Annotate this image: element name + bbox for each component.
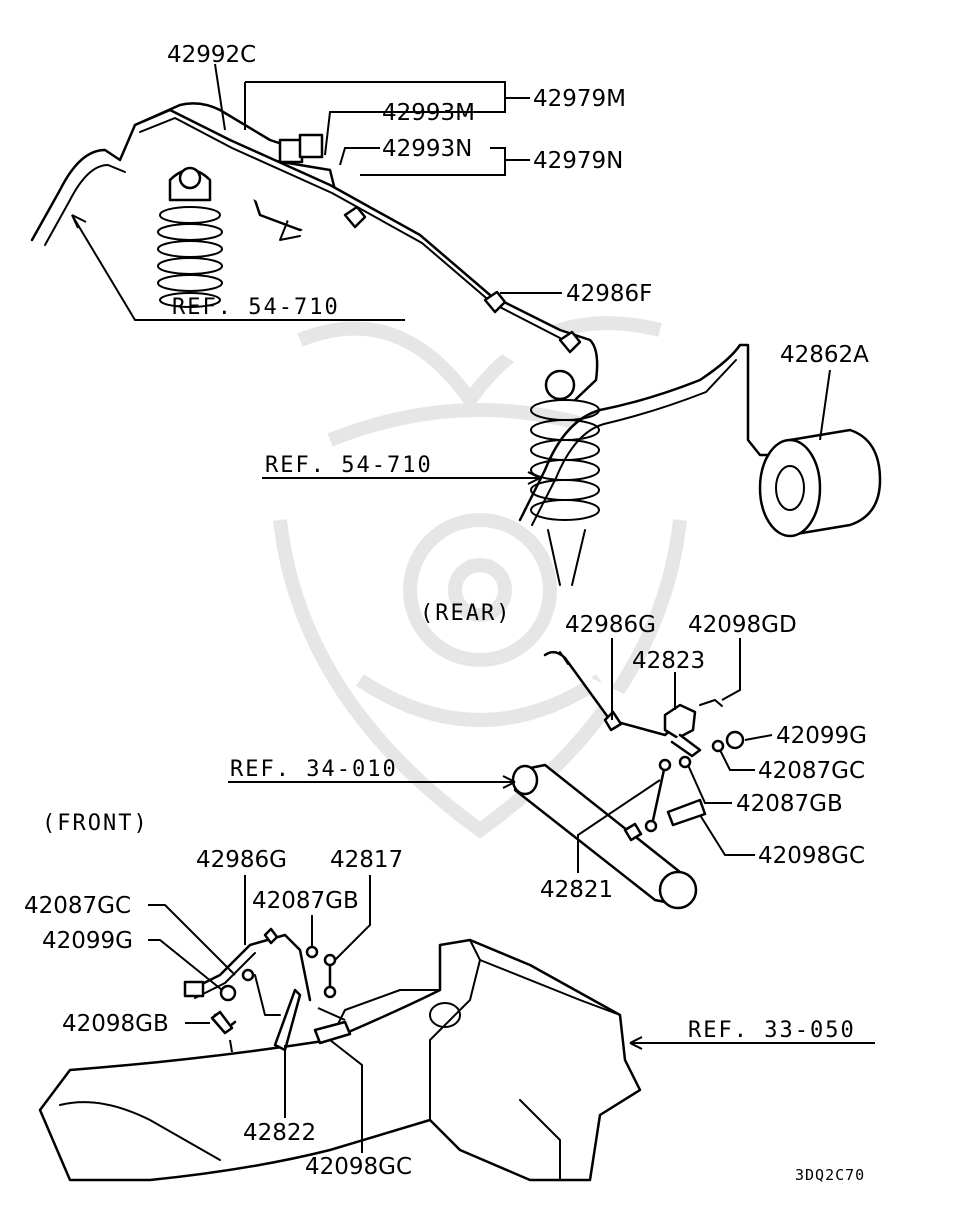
leader-lines — [71, 63, 875, 1153]
coil-spring-upper[interactable] — [157, 166, 223, 308]
section-front-label: (FRONT) — [42, 811, 149, 836]
ref-54-710-mid[interactable]: REF. 54-710 — [265, 453, 433, 478]
rear-stabilizer-bar-right — [518, 343, 792, 522]
label-42098GC-front[interactable]: 42098GC — [305, 1154, 412, 1180]
label-42823[interactable]: 42823 — [632, 648, 705, 674]
watermark-emblem — [273, 316, 687, 839]
label-42986F[interactable]: 42986F — [566, 281, 652, 307]
accumulator[interactable] — [758, 428, 882, 538]
label-42992C[interactable]: 42992C — [167, 42, 256, 68]
label-42099G-front[interactable]: 42099G — [42, 928, 133, 954]
ref-34-010[interactable]: REF. 34-010 — [230, 757, 398, 782]
label-42862A[interactable]: 42862A — [780, 342, 869, 368]
label-42979N[interactable]: 42979N — [533, 148, 623, 174]
front-bolt-gc[interactable] — [313, 1020, 352, 1045]
ref-54-710-top[interactable]: REF. 54-710 — [172, 295, 340, 320]
front-sensor-rod[interactable] — [305, 945, 337, 999]
label-42821[interactable]: 42821 — [540, 877, 613, 903]
front-bolt-gb[interactable] — [210, 1010, 234, 1035]
label-42087GC-front[interactable]: 42087GC — [24, 893, 131, 919]
label-42986G-front[interactable]: 42986G — [196, 847, 287, 873]
section-rear-label: (REAR) — [420, 601, 511, 626]
label-42087GB-rear[interactable]: 42087GB — [736, 791, 843, 817]
label-42817[interactable]: 42817 — [330, 847, 403, 873]
rear-height-sensor-unit[interactable] — [663, 699, 745, 758]
label-42822[interactable]: 42822 — [243, 1120, 316, 1146]
ref-33-050[interactable]: REF. 33-050 — [688, 1018, 856, 1043]
label-42993N[interactable]: 42993N — [382, 136, 472, 162]
label-42098GC-rear[interactable]: 42098GC — [758, 843, 865, 869]
label-42087GC-rear[interactable]: 42087GC — [758, 758, 865, 784]
label-42098GD[interactable]: 42098GD — [688, 612, 797, 638]
front-harness[interactable] — [188, 933, 312, 1002]
label-42098GB-front[interactable]: 42098GB — [62, 1011, 169, 1037]
coil-spring-rear[interactable] — [530, 369, 600, 586]
rear-bolt[interactable] — [666, 798, 707, 827]
rear-sensor-rod[interactable] — [644, 755, 692, 833]
section-labels: (REAR) (FRONT) — [42, 601, 511, 836]
front-crossmember — [38, 938, 642, 1182]
diagram-code: 3DQ2C70 — [795, 1166, 865, 1184]
rear-stabilizer-bar-left — [30, 102, 302, 242]
label-42979M[interactable]: 42979M — [533, 86, 626, 112]
rear-lower-arm — [511, 763, 698, 910]
reference-labels: REF. 54-710 REF. 54-710 REF. 34-010 REF.… — [172, 295, 856, 1043]
label-42986G-rear[interactable]: 42986G — [565, 612, 656, 638]
label-42087GB-front[interactable]: 42087GB — [252, 888, 359, 914]
label-42993M[interactable]: 42993M — [382, 100, 475, 126]
rear-harness[interactable] — [133, 108, 599, 402]
front-sensor-bracket[interactable] — [273, 988, 302, 1052]
part-labels: 42992C 42979M 42993M 42993N 42979N 42986… — [24, 42, 869, 1180]
label-42099G-rear[interactable]: 42099G — [776, 723, 867, 749]
